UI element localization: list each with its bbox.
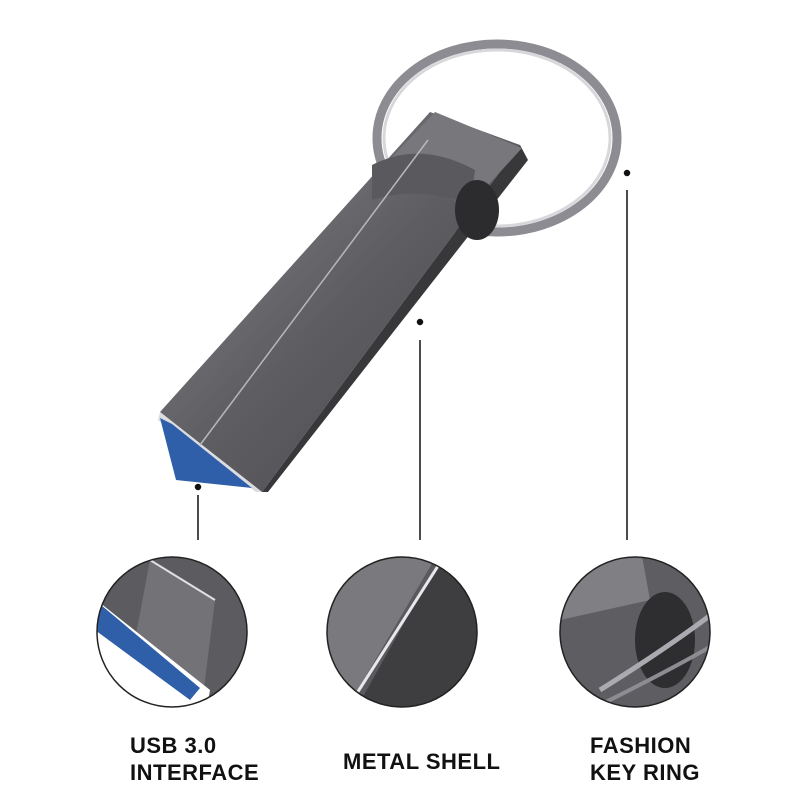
feature-label-line: INTERFACE: [130, 760, 260, 785]
detail-key-ring: [559, 556, 711, 708]
feature-label-line: METAL SHELL: [343, 749, 501, 774]
feature-label-line: KEY RING: [590, 760, 700, 785]
detail-usb-interface: [96, 556, 248, 708]
key-hole: [455, 180, 499, 240]
usb-body: [158, 112, 528, 492]
key-ring: [372, 39, 622, 237]
feature-label-line: FASHION: [590, 733, 692, 758]
feature-label-usb-interface: USB 3.0 INTERFACE: [130, 732, 259, 786]
feature-label-metal-shell: METAL SHELL: [343, 748, 500, 775]
feature-label-key-ring: FASHION KEY RING: [590, 732, 700, 786]
leader-lines: [194, 169, 631, 540]
usb-connector: [160, 418, 252, 488]
detail-metal-shell: [326, 556, 478, 708]
feature-label-line: USB 3.0: [130, 733, 217, 758]
